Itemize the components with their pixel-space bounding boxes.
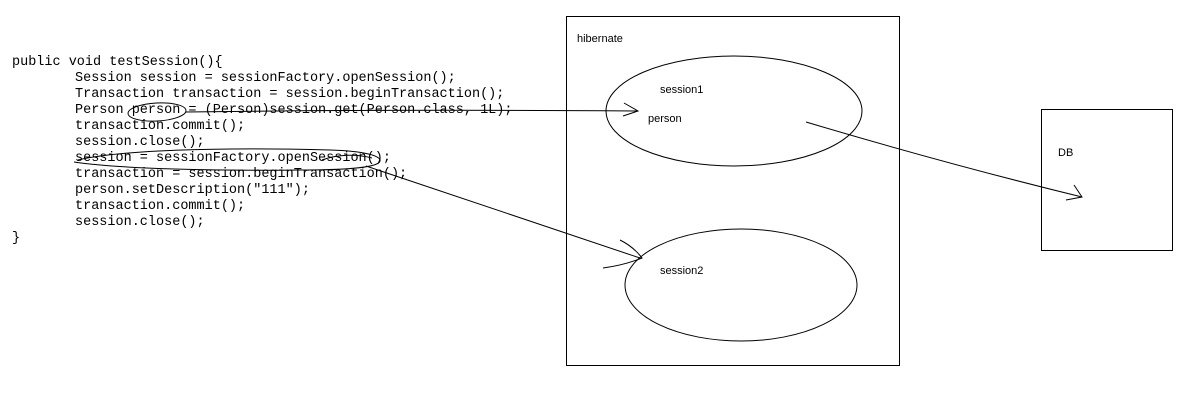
hibernate-box bbox=[566, 16, 900, 366]
open-session-to-session2-arrow bbox=[365, 165, 641, 259]
person-variable-circle bbox=[127, 102, 187, 122]
code-line: public void testSession(){ bbox=[12, 55, 223, 70]
code-line: person.setDescription("111"); bbox=[75, 183, 310, 198]
session1-ellipse bbox=[605, 55, 863, 167]
code-line: Session session = sessionFactory.openSes… bbox=[75, 71, 456, 86]
person-label: person bbox=[648, 113, 682, 125]
code-line: } bbox=[12, 231, 21, 246]
person-to-session1-arrow bbox=[185, 109, 638, 113]
db-label: DB bbox=[1058, 147, 1073, 159]
open-session-scribble-extra bbox=[321, 154, 373, 161]
code-line: session.close(); bbox=[75, 215, 205, 230]
db-box bbox=[1041, 109, 1173, 251]
code-line: session.close(); bbox=[75, 135, 205, 150]
open-session-to-session2-arrowhead bbox=[602, 239, 643, 269]
code-line: transaction.commit(); bbox=[75, 119, 246, 134]
code-block: public void testSession(){Session sessio… bbox=[12, 55, 512, 247]
code-line: session = sessionFactory.openSession(); bbox=[75, 151, 391, 166]
person-to-session1-arrowhead bbox=[622, 102, 640, 117]
code-line: transaction.commit(); bbox=[75, 199, 246, 214]
session2-ellipse bbox=[624, 228, 858, 342]
hibernate-label: hibernate bbox=[577, 33, 623, 45]
session2-label: session2 bbox=[660, 265, 703, 277]
session1-to-db-arrow bbox=[805, 121, 1083, 198]
code-line: transaction = session.beginTransaction()… bbox=[75, 167, 408, 182]
session1-label: session1 bbox=[660, 84, 703, 96]
session1-to-db-arrowhead bbox=[1065, 184, 1083, 201]
code-line: Transaction transaction = session.beginT… bbox=[75, 87, 505, 102]
open-session-scribble bbox=[73, 148, 381, 171]
